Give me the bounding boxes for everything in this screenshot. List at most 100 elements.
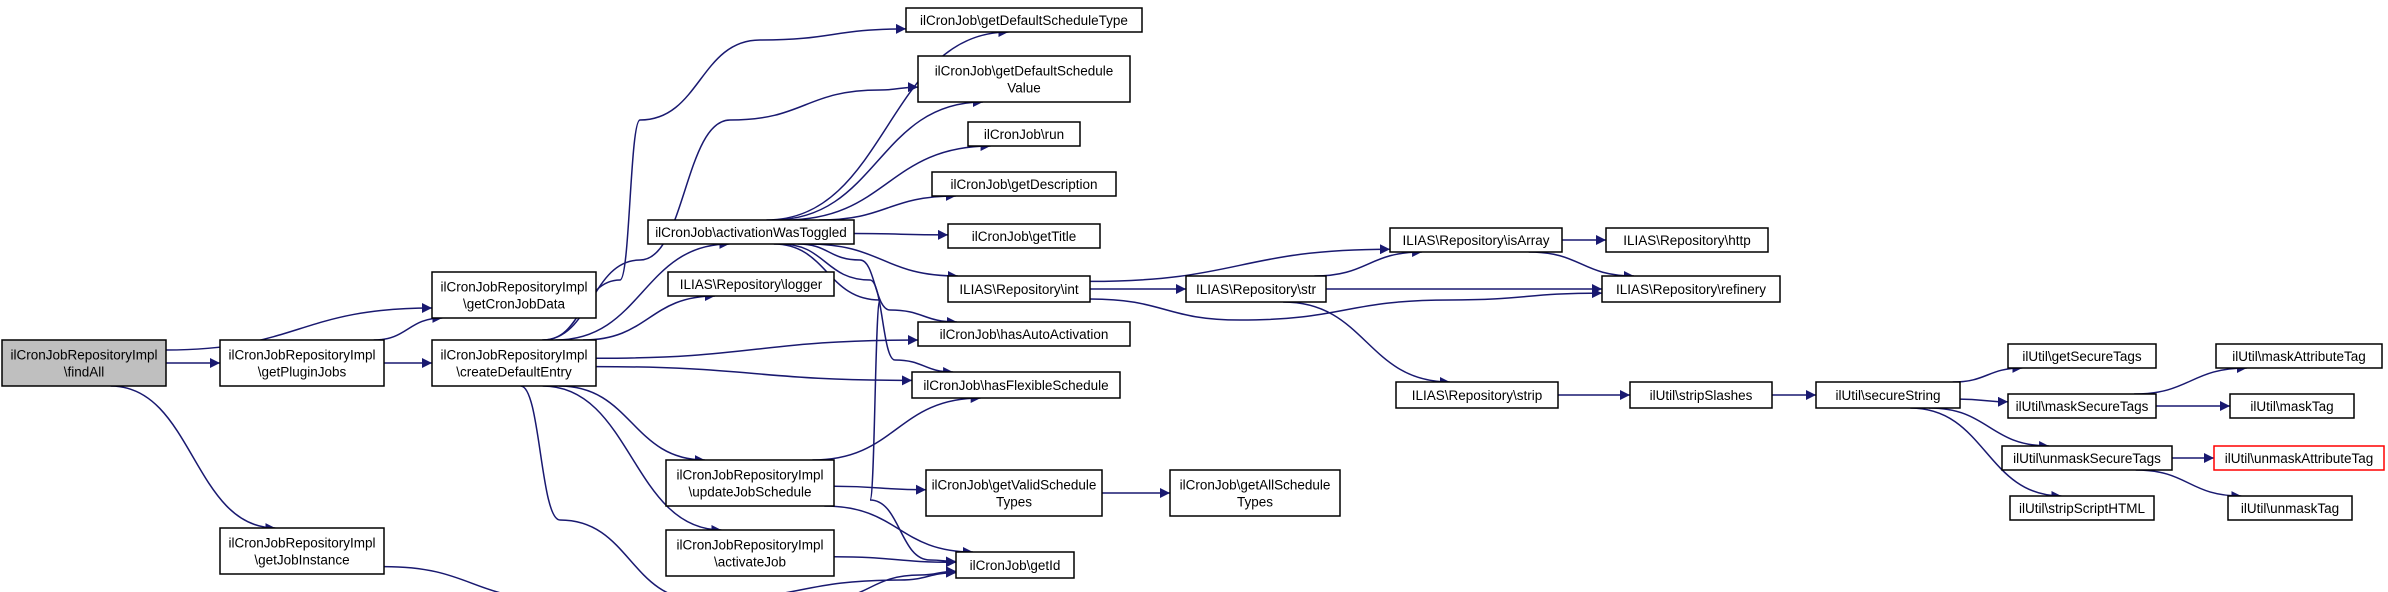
node-logger[interactable]: ILIAS\Repository\logger <box>667 271 835 297</box>
node-label: \activateJob <box>714 555 786 570</box>
node-hasAutoActivation[interactable]: ilCronJob\hasAutoActivation <box>917 321 1131 347</box>
node-updateJobSchedule[interactable]: ilCronJobRepositoryImpl\updateJobSchedul… <box>665 459 835 507</box>
edge-updateJobSchedule-to-getValidScheduleTypes <box>833 484 927 495</box>
node-unmaskSecureTags[interactable]: ilUtil\unmaskSecureTags <box>2001 445 2173 471</box>
node-activationWasToggled[interactable]: ilCronJob\activationWasToggled <box>647 219 855 245</box>
node-box[interactable] <box>667 271 835 297</box>
node-maskSecureTags[interactable]: ilUtil\maskSecureTags <box>2007 393 2157 419</box>
node-getSecureTags[interactable]: ilUtil\getSecureTags <box>2007 343 2157 369</box>
node-box[interactable] <box>2007 343 2157 369</box>
node-box[interactable] <box>1389 227 1563 253</box>
node-unmaskTag[interactable]: ilUtil\unmaskTag <box>2227 495 2353 521</box>
node-box[interactable] <box>2213 445 2385 471</box>
node-isArray[interactable]: ILIAS\Repository\isArray <box>1389 227 1563 253</box>
node-label: ilUtil\maskAttributeTag <box>2232 349 2366 364</box>
node-box[interactable] <box>2009 495 2155 521</box>
edge-activateJob-to-getId <box>833 556 957 568</box>
node-box[interactable] <box>2215 343 2383 369</box>
node-getDefaultScheduleType[interactable]: ilCronJob\getDefaultScheduleType <box>905 7 1143 33</box>
node-box[interactable] <box>947 223 1101 249</box>
node-maskTag[interactable]: ilUtil\maskTag <box>2229 393 2355 419</box>
node-box[interactable] <box>2229 393 2355 419</box>
node-getTitle[interactable]: ilCronJob\getTitle <box>947 223 1101 249</box>
node-label: \getCronJobData <box>463 297 566 312</box>
node-createDefaultEntry[interactable]: ilCronJobRepositoryImpl\createDefaultEnt… <box>431 339 597 387</box>
node-label: ILIAS\Repository\int <box>959 282 1079 297</box>
edge-createDefaultEntry-to-logger <box>582 291 716 341</box>
node-label: ilCronJob\getAllSchedule <box>1180 478 1331 493</box>
node-box[interactable] <box>2007 393 2157 419</box>
node-box[interactable] <box>925 469 1103 517</box>
node-getId[interactable]: ilCronJob\getId <box>955 551 1075 579</box>
node-box[interactable] <box>665 529 835 577</box>
node-int[interactable]: ILIAS\Repository\int <box>947 275 1091 303</box>
node-label: ilUtil\unmaskSecureTags <box>2013 451 2161 466</box>
node-refinery[interactable]: ILIAS\Repository\refinery <box>1601 275 1781 303</box>
node-unmaskAttributeTag[interactable]: ilUtil\unmaskAttributeTag <box>2213 445 2385 471</box>
node-box[interactable] <box>931 171 1117 197</box>
node-label: ilCronJob\getDefaultScheduleType <box>920 13 1128 28</box>
node-secureString[interactable]: ilUtil\secureString <box>1815 381 1961 409</box>
edge-createDefaultEntry-to-hasAutoActivation <box>595 335 919 360</box>
node-box[interactable] <box>955 551 1075 579</box>
node-box[interactable] <box>1185 275 1327 303</box>
edge-activationWasToggled-to-hasFlexibleSchedule <box>780 243 954 377</box>
node-getJobInstance[interactable]: ilCronJobRepositoryImpl\getJobInstance <box>219 527 385 575</box>
node-getPluginJobs[interactable]: ilCronJobRepositoryImpl\getPluginJobs <box>219 339 385 387</box>
node-label: ILIAS\Repository\http <box>1623 233 1751 248</box>
node-box[interactable] <box>1605 227 1769 253</box>
node-label: ilCronJob\hasAutoActivation <box>940 327 1109 342</box>
edge-createDefaultEntry-to-updateJobSchedule <box>559 385 705 465</box>
edge-activationWasToggled-to-run <box>784 141 991 221</box>
node-label: ilUtil\maskTag <box>2250 399 2333 414</box>
node-run[interactable]: ilCronJob\run <box>967 121 1081 147</box>
node-label: ilCronJob\getDescription <box>950 177 1097 192</box>
node-box[interactable] <box>917 321 1131 347</box>
node-box[interactable] <box>2001 445 2173 471</box>
node-findAll[interactable]: ilCronJobRepositoryImpl\findAll <box>1 339 167 387</box>
node-http[interactable]: ILIAS\Repository\http <box>1605 227 1769 253</box>
node-box[interactable] <box>431 271 597 319</box>
node-box[interactable] <box>219 527 385 575</box>
node-box[interactable] <box>905 7 1143 33</box>
node-box[interactable] <box>1629 381 1773 409</box>
node-activateJob[interactable]: ilCronJobRepositoryImpl \activateJob <box>665 529 835 577</box>
node-label: ilCronJobRepositoryImpl <box>676 538 823 553</box>
node-box[interactable] <box>665 459 835 507</box>
node-strip[interactable]: ILIAS\Repository\strip <box>1395 381 1559 409</box>
node-hasFlexibleSchedule[interactable]: ilCronJob\hasFlexibleSchedule <box>911 371 1121 399</box>
node-stripScriptHTML[interactable]: ilUtil\stripScriptHTML <box>2009 495 2155 521</box>
edge-isArray-to-refinery <box>1528 251 1635 281</box>
edge-createDefaultEntry-to-getId <box>520 385 957 592</box>
node-box[interactable] <box>431 339 597 387</box>
edge-getJobInstance-to-getId <box>383 565 957 592</box>
node-box[interactable] <box>967 121 1081 147</box>
node-str[interactable]: ILIAS\Repository\str <box>1185 275 1327 303</box>
node-box[interactable] <box>1395 381 1559 409</box>
node-label: ILIAS\Repository\refinery <box>1616 282 1766 297</box>
node-getCronJobData[interactable]: ilCronJobRepositoryImpl\getCronJobData <box>431 271 597 319</box>
node-box[interactable] <box>1169 469 1341 517</box>
node-box[interactable] <box>219 339 385 387</box>
node-box[interactable] <box>2227 495 2353 521</box>
node-label: Value <box>1007 81 1041 96</box>
node-label: \updateJobSchedule <box>688 485 811 500</box>
edge-createDefaultEntry-to-activateJob <box>542 385 722 535</box>
node-stripSlashes[interactable]: ilUtil\stripSlashes <box>1629 381 1773 409</box>
node-box[interactable] <box>1601 275 1781 303</box>
node-getDescription[interactable]: ilCronJob\getDescription <box>931 171 1117 197</box>
node-label: ilUtil\stripScriptHTML <box>2019 501 2146 516</box>
node-label: ilCronJob\getId <box>970 558 1061 573</box>
node-box[interactable] <box>1815 381 1961 409</box>
node-box[interactable] <box>1 339 167 387</box>
node-box[interactable] <box>947 275 1091 303</box>
node-maskAttributeTag[interactable]: ilUtil\maskAttributeTag <box>2215 343 2383 369</box>
node-box[interactable] <box>911 371 1121 399</box>
node-label: ilCronJobRepositoryImpl <box>10 348 157 363</box>
node-label: Types <box>1237 495 1273 510</box>
node-box[interactable] <box>917 55 1131 103</box>
node-box[interactable] <box>647 219 855 245</box>
